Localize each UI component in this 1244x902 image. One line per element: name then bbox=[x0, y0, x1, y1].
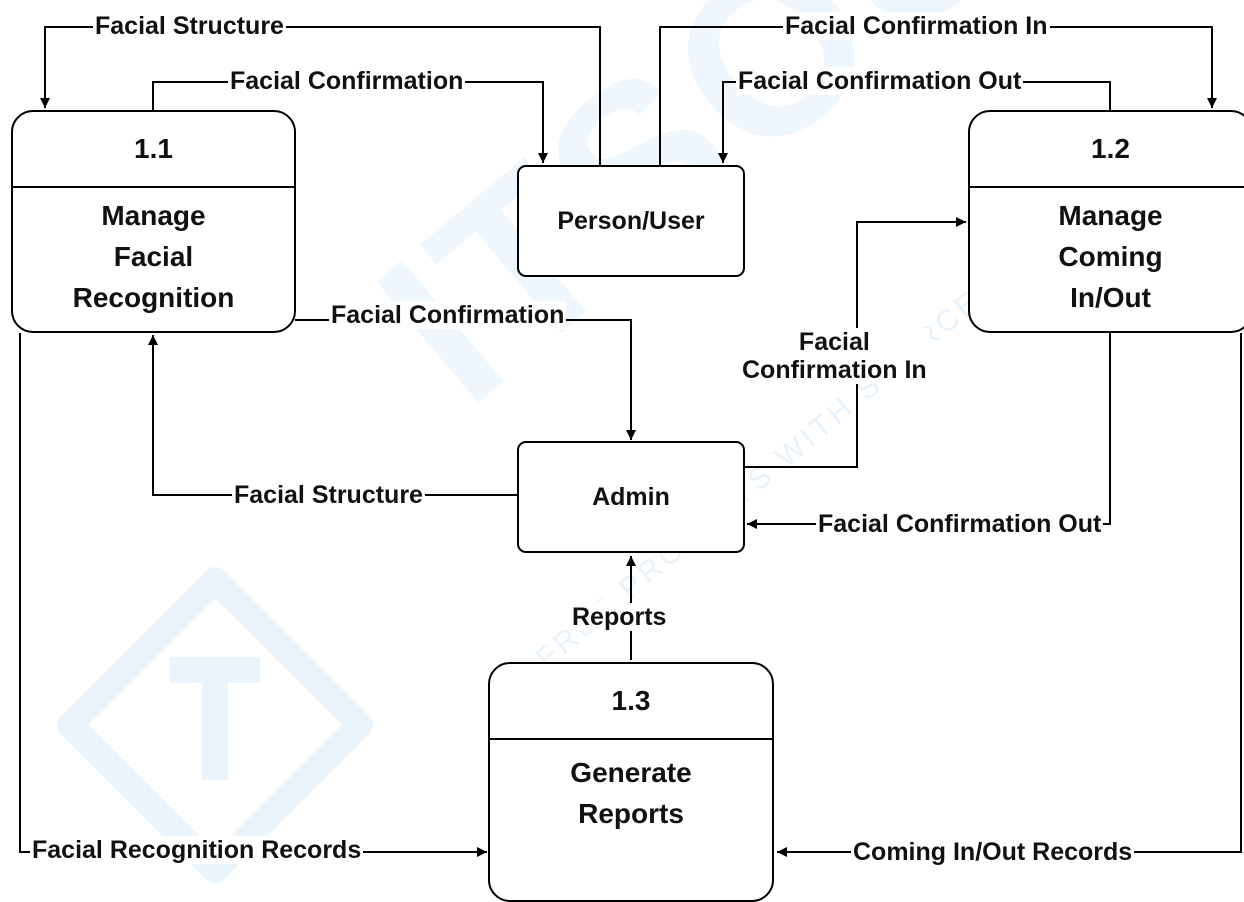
flow-label-facial-confirmation-out-top: Facial Confirmation Out bbox=[736, 67, 1024, 95]
flow-line-facial-recognition-records bbox=[19, 333, 487, 857]
process-1-3: 1.3 Generate Reports bbox=[488, 662, 774, 902]
process-1-2: 1.2 Manage Coming In/Out bbox=[968, 110, 1244, 333]
process-name: Manage Facial Recognition bbox=[72, 200, 235, 313]
process-name: Manage Coming In/Out bbox=[1058, 200, 1163, 313]
flow-label-facial-confirmation-mid: Facial Confirmation bbox=[329, 301, 567, 329]
flow-label-facial-confirmation-in-top: Facial Confirmation In bbox=[783, 12, 1050, 40]
entity-label: Admin bbox=[592, 482, 670, 511]
process-1-1: 1.1 Manage Facial Recognition bbox=[11, 110, 296, 333]
flow-label-coming-records: Coming In/Out Records bbox=[851, 838, 1135, 866]
entity-person-user: Person/User bbox=[517, 165, 745, 277]
flow-label-facial-confirmation-top: Facial Confirmation bbox=[228, 67, 466, 95]
entity-admin: Admin bbox=[517, 441, 745, 553]
flow-label-reports: Reports bbox=[570, 603, 669, 631]
process-id: 1.1 bbox=[13, 112, 294, 188]
flow-label-facial-structure-top: Facial Structure bbox=[93, 12, 286, 40]
flow-label-facial-confirmation-out-mid: Facial Confirmation Out bbox=[816, 510, 1104, 538]
flow-label-facial-confirmation-in-mid: Facial Confirmation In bbox=[740, 328, 929, 384]
flow-line-coming-records bbox=[777, 333, 1242, 857]
flow-line-facial-structure-top bbox=[40, 26, 601, 165]
flow-line-facial-structure-mid bbox=[148, 335, 517, 496]
entity-label: Person/User bbox=[557, 206, 705, 235]
process-name: Generate Reports bbox=[570, 757, 692, 829]
process-id: 1.3 bbox=[490, 664, 772, 740]
process-id: 1.2 bbox=[970, 112, 1244, 188]
flow-label-facial-structure-mid: Facial Structure bbox=[232, 481, 425, 509]
flow-line-facial-confirmation-mid bbox=[295, 319, 636, 440]
flow-label-facial-recognition-records: Facial Recognition Records bbox=[30, 836, 364, 864]
